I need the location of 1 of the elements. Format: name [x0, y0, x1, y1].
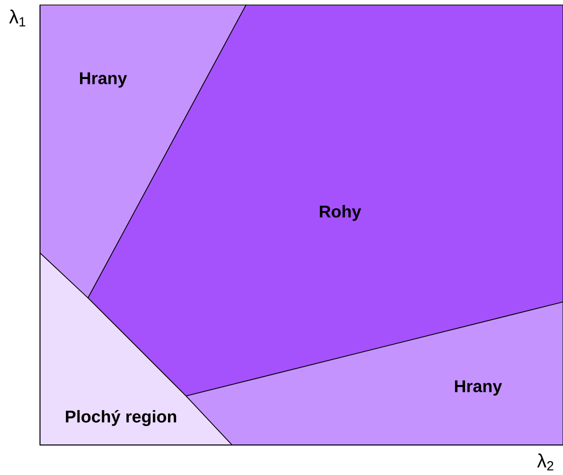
- region: Hrany: [40, 4, 247, 299]
